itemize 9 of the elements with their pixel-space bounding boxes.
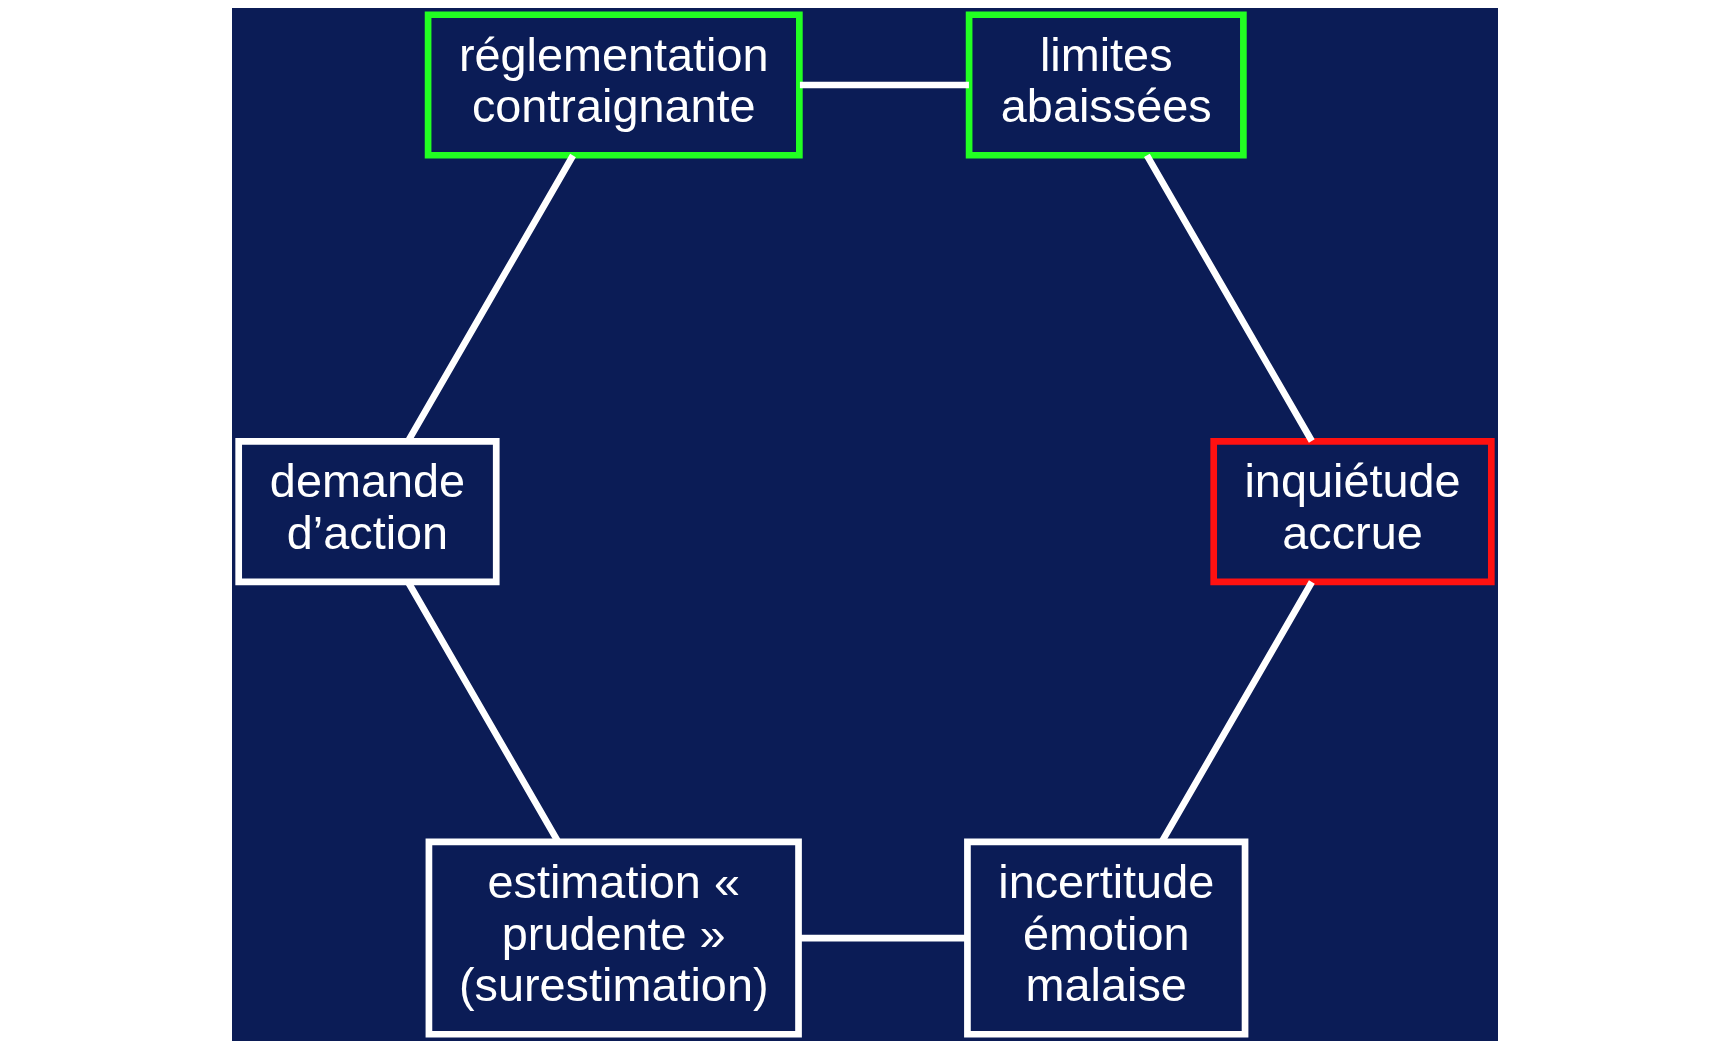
- connector: [799, 81, 969, 89]
- node-box: inquiétude accrue: [1210, 437, 1495, 586]
- connector: [1144, 153, 1315, 443]
- node-box: demande d’action: [235, 437, 500, 586]
- node-box: incertitude émotion malaise: [964, 838, 1249, 1038]
- node-box: limites abaissées: [965, 11, 1247, 159]
- connector: [798, 934, 968, 942]
- node-box: estimation « prudente » (surestimation): [425, 838, 802, 1038]
- node-box: réglementation contraignante: [424, 11, 803, 159]
